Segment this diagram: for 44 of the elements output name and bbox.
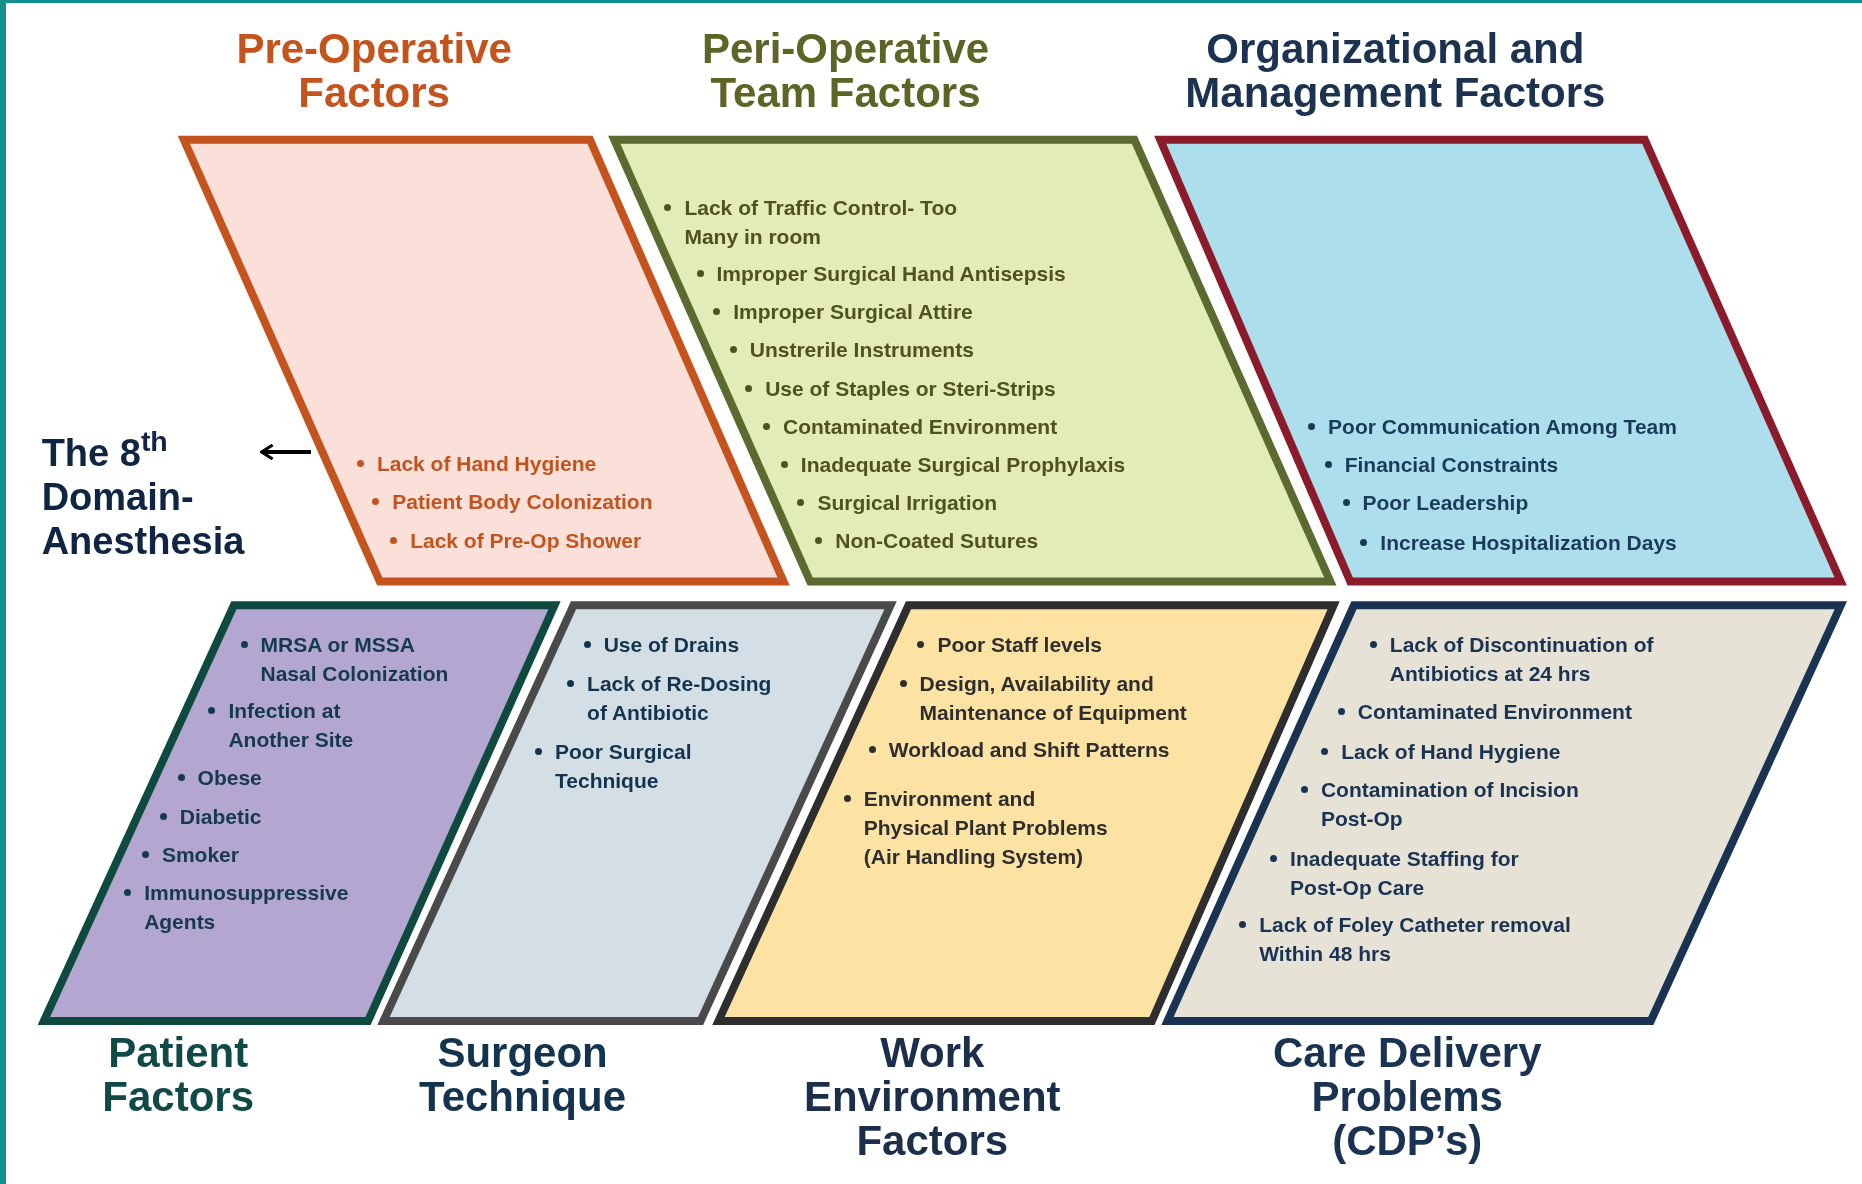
bullet-text: Workload and Shift Patterns — [888, 737, 1170, 764]
category-heading: Surgeon Technique — [418, 1031, 627, 1120]
bullet-text: Poor Surgical Technique — [555, 738, 693, 794]
bullet-text: Infection at Another Site — [228, 698, 355, 754]
bullet-text: Non-Coated Sutures — [835, 528, 1039, 555]
bullet-text: MRSA or MSSA Nasal Colonization — [260, 631, 450, 687]
bullet-text: Diabetic — [179, 803, 262, 830]
bullet-text: Lack of Hand Hygiene — [1341, 738, 1561, 765]
bullet-text: Increase Hospitalization Days — [1380, 529, 1677, 556]
bullet-text: Poor Communication Among Team — [1328, 414, 1677, 441]
category-heading: Pre-Operative Factors — [235, 26, 513, 115]
bullet-text: Contaminated Environment — [1357, 699, 1632, 726]
bullet-text: Financial Constraints — [1344, 452, 1559, 479]
bullet-text: Smoker — [161, 841, 239, 868]
category-heading: Work Environment Factors — [802, 1031, 1062, 1164]
bullet-text: Use of Staples or Steri-Strips — [765, 376, 1056, 403]
side-note-text: The 8$^{th}$ Domain- Anesthesia — [41, 430, 250, 563]
bullet-text: Immunosuppressive Agents — [144, 879, 350, 935]
bullet-text: Lack of Hand Hygiene — [376, 451, 597, 478]
bullet-text: Environment and Physical Plant Problems (Air Handling System) — [863, 786, 1109, 871]
bullet-text: Contamination of Incision Post-Op — [1320, 776, 1580, 832]
category-heading: Care Delivery Problems (CDP’s) — [1272, 1031, 1543, 1164]
category-heading: Peri-Operative Team Factors — [701, 26, 991, 115]
bullet-text: Lack of Re-Dosing of Antibiotic — [587, 670, 773, 726]
bullet-text: Contaminated Environment — [783, 414, 1058, 441]
bullet-text: Unstrerile Instruments — [749, 337, 974, 364]
bullet-text: Lack of Discontinuation of Antibiotics at 24 hrs — [1389, 631, 1655, 687]
bullet-text: Lack of Traffic Control- Too Many in room — [684, 194, 959, 250]
arrow — [260, 443, 311, 461]
bullet-text: Improper Surgical Hand Antisepsis — [716, 261, 1066, 288]
bullet-text: Inadequate Surgical Prophylaxis — [800, 452, 1126, 479]
category-heading: Organizational and Management Factors — [1184, 26, 1607, 115]
bullet-text: Surgical Irrigation — [817, 490, 998, 517]
bullet-text: Patient Body Colonization — [392, 489, 653, 516]
bullet-text: Improper Surgical Attire — [733, 299, 973, 326]
bullet-text: Design, Availability and Maintenance of Equipment — [919, 670, 1188, 726]
bullet-text: Inadequate Staffing for Post-Op Care — [1290, 845, 1520, 901]
bullet-text: Poor Staff levels — [937, 631, 1102, 658]
category-heading: Patient Factors — [101, 1031, 256, 1120]
bullet-text: Poor Leadership — [1362, 490, 1529, 517]
bullet-text: Obese — [197, 764, 262, 791]
bullet-text: Use of Drains — [603, 631, 740, 658]
bullet-text: Lack of Pre-Op Shower — [410, 528, 642, 555]
bullet-text: Lack of Foley Catheter removal Within 48 hrs — [1259, 912, 1572, 967]
